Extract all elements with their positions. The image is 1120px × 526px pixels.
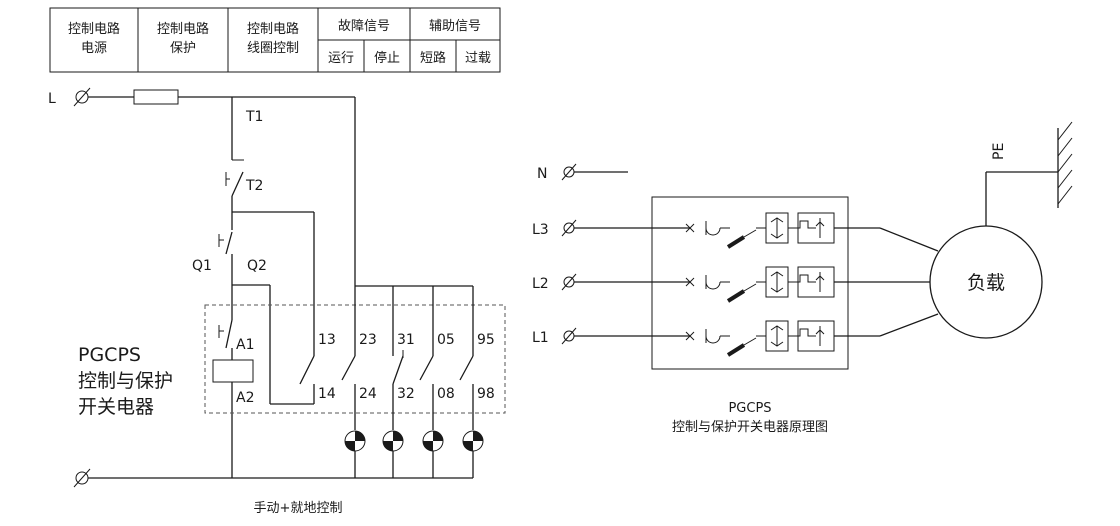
ground-symbol — [1057, 121, 1073, 208]
coil — [212, 359, 254, 383]
header-col3-line2: 线圈控制 — [247, 41, 299, 56]
right-caption-line1: PGCPS — [728, 401, 771, 416]
terminal-98: 98 — [477, 386, 495, 402]
label-T1: T1 — [245, 109, 263, 125]
terminal-N — [561, 163, 577, 181]
right-caption-line2: 控制与保护开关电器原理图 — [672, 420, 828, 435]
terminal-24: 24 — [359, 386, 377, 402]
label-T2: T2 — [245, 178, 263, 194]
header-col3-line1: 控制电路 — [247, 21, 299, 37]
contact-23-24 — [341, 286, 356, 430]
header-run: 运行 — [328, 51, 354, 66]
label-L2: L2 — [532, 276, 549, 292]
label-L1: L1 — [532, 330, 549, 346]
label-Q1: Q1 — [192, 258, 212, 274]
header-short: 短路 — [420, 50, 446, 66]
header-aux: 辅助信号 — [429, 19, 481, 34]
terminal-14: 14 — [318, 386, 336, 402]
contact-T2 — [225, 159, 244, 197]
contact-31-32 — [392, 292, 404, 430]
terminal-95: 95 — [477, 332, 495, 348]
header-fault: 故障信号 — [338, 19, 390, 34]
phase-L1 — [561, 313, 939, 357]
terminal-31: 31 — [397, 332, 415, 348]
pgcps-device-box — [651, 196, 849, 370]
device-name-line2: 控制与保护 — [78, 370, 173, 392]
indicator-lamp-2 — [382, 430, 404, 452]
phase-L2 — [561, 266, 930, 303]
label-N: N — [537, 166, 547, 182]
left-control-circuit: L T1 T2 Q1 Q2 — [48, 87, 506, 516]
label-A2: A2 — [236, 390, 254, 406]
terminal-05: 05 — [437, 332, 455, 348]
header-col1-line2: 电源 — [81, 41, 107, 56]
label-A1: A1 — [236, 337, 254, 353]
phase-L3 — [561, 212, 939, 252]
terminal-23: 23 — [359, 332, 377, 348]
terminal-13: 13 — [318, 332, 336, 348]
terminal-L — [73, 87, 91, 107]
header-overload: 过载 — [465, 51, 491, 66]
label-L3: L3 — [532, 222, 549, 238]
indicator-lamp-1 — [344, 430, 366, 452]
terminal-neutral-bottom — [73, 468, 91, 488]
load-label: 负载 — [967, 272, 1005, 294]
right-schematic: N L3 L2 L1 — [532, 121, 1073, 435]
indicator-lamp-3 — [422, 430, 444, 452]
contact-95-98 — [459, 292, 474, 430]
switch-A1 — [218, 319, 233, 349]
pushbutton-Q1 — [218, 231, 233, 255]
header-table: 控制电路 电源 控制电路 保护 控制电路 线圈控制 故障信号 辅助信号 运行 停… — [49, 7, 501, 73]
label-PE: PE — [991, 143, 1007, 160]
header-col1-line1: 控制电路 — [68, 21, 120, 37]
contact-05-08 — [419, 292, 434, 430]
header-stop: 停止 — [374, 50, 400, 66]
indicator-lamp-4 — [462, 430, 484, 452]
left-caption: 手动+就地控制 — [254, 501, 343, 516]
device-name-line3: 开关电器 — [78, 396, 154, 418]
header-col2-line1: 控制电路 — [157, 21, 209, 37]
header-col2-line2: 保护 — [170, 41, 196, 56]
label-L: L — [48, 91, 56, 107]
terminal-08: 08 — [437, 386, 455, 402]
label-Q2: Q2 — [247, 258, 267, 274]
terminal-32: 32 — [397, 386, 415, 402]
fuse — [133, 89, 179, 105]
device-name: PGCPS — [78, 344, 141, 366]
